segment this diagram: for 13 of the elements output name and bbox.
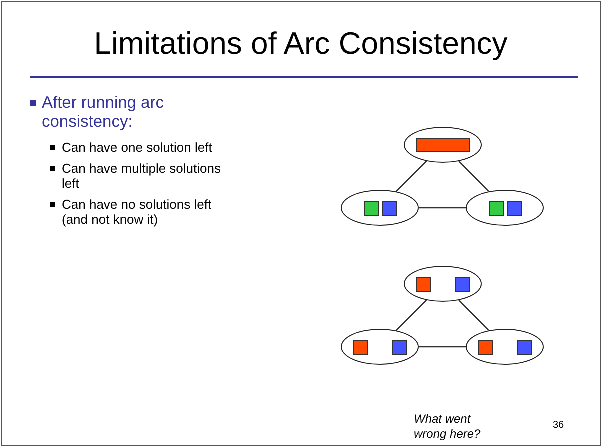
slide-title: Limitations of Arc Consistency	[93, 26, 509, 62]
sub-bullet-text: Can have one solution left	[28, 140, 233, 155]
edge-line	[419, 346, 466, 348]
edge-line	[458, 300, 490, 332]
sub-bullet-text: Can have multiple solutions left	[28, 161, 233, 191]
edge-line	[458, 160, 490, 192]
edge-line	[396, 160, 428, 192]
bullet-text: After running arc consistency:	[28, 94, 233, 132]
page-number: 36	[553, 420, 564, 431]
edge-line	[419, 207, 466, 209]
sub-bullet-text: Can have no solutions left (and not know it)	[28, 197, 233, 227]
question-note: What went wrong here?	[414, 412, 482, 442]
edge-line	[396, 300, 428, 332]
